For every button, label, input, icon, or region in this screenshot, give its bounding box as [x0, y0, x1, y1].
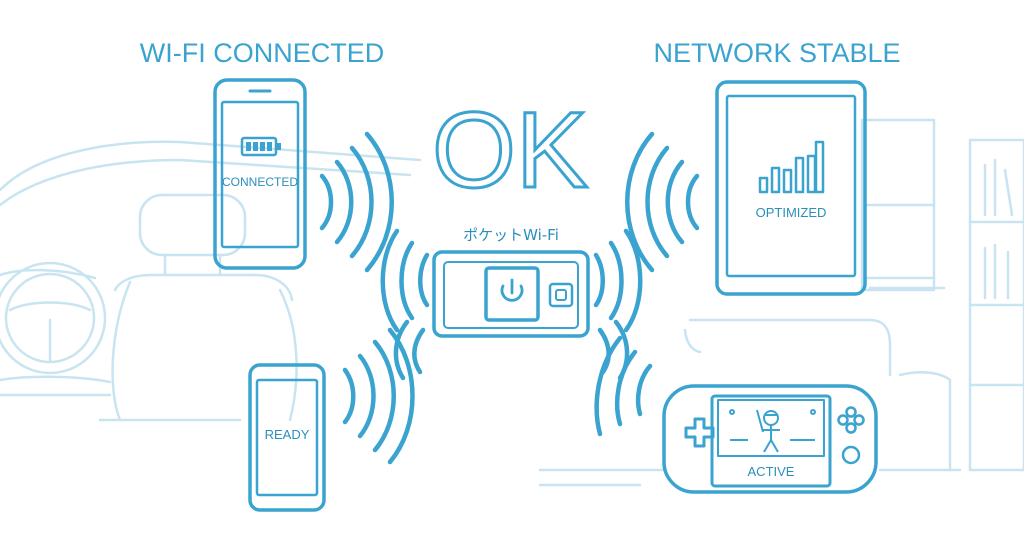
headrest — [138, 193, 247, 257]
console-status-active: ACTIVE — [748, 464, 795, 479]
wifi-wave-icon — [319, 131, 394, 273]
dpad-icon — [684, 417, 715, 448]
phone-status-connected: CONNECTED — [222, 175, 298, 189]
network-stable-heading: NETWORK STABLE — [653, 38, 900, 68]
battery-icon — [240, 136, 281, 157]
pocket-wifi-label: ポケットWi-Fi — [463, 226, 559, 244]
phone-status-ready: READY — [265, 427, 310, 442]
smartphone-connected — [213, 78, 307, 270]
wifi-wave-icon — [594, 335, 653, 437]
room-illustration — [538, 118, 1024, 487]
power-icon — [500, 278, 524, 302]
wifi-wave-icon — [342, 327, 415, 465]
power-button — [484, 266, 540, 322]
signal-bars-icon — [758, 140, 825, 194]
wifi-wave-icon — [393, 319, 426, 381]
handheld-game-console — [662, 384, 878, 494]
tablet-status-optimized: OPTIMIZED — [756, 205, 827, 220]
smartphone-ready — [248, 363, 326, 512]
background-linework — [0, 118, 1024, 487]
indicator-button — [548, 282, 574, 308]
ok-status-text: OK — [432, 89, 588, 210]
steering-wheel-icon — [0, 261, 107, 375]
face-buttons-icon — [837, 406, 865, 465]
car-interior-illustration — [0, 140, 422, 422]
wifi-wave-icon — [593, 228, 643, 333]
pocket-wifi-router — [432, 250, 590, 338]
tablet-optimized — [715, 80, 867, 296]
wifi-waves — [319, 131, 700, 465]
wifi-wave-icon — [625, 131, 700, 273]
wifi-wave-icon — [380, 228, 430, 333]
wifi-connected-heading: WI-FI CONNECTED — [140, 38, 384, 68]
game-character-icon — [729, 409, 816, 453]
